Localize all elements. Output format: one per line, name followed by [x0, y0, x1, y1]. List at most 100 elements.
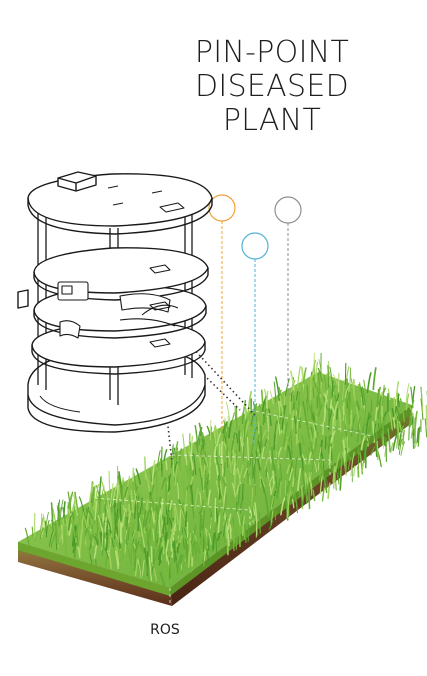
grass-blade — [173, 461, 178, 474]
grass-blade — [255, 451, 261, 471]
grass-blade — [397, 392, 400, 408]
grass-blade — [298, 406, 302, 421]
grass-blade — [390, 442, 394, 453]
grass-blade — [123, 552, 126, 568]
grass-blade — [231, 494, 237, 511]
grass-blade — [157, 457, 162, 473]
grass-blade — [191, 542, 195, 557]
grass-blade — [145, 563, 150, 581]
grass-blade — [240, 515, 244, 526]
grass-blade — [176, 543, 181, 553]
grass-blade — [327, 434, 332, 453]
grass-blade — [405, 383, 410, 403]
grass-blade — [86, 512, 90, 524]
grass-blade — [193, 453, 197, 476]
grass-blade — [246, 437, 250, 461]
grass-blade — [291, 498, 295, 509]
grass-blade — [399, 398, 405, 423]
grass-blade — [350, 378, 356, 403]
grass-blade — [179, 509, 182, 532]
grass-blade — [222, 517, 228, 537]
grass-blade — [279, 395, 284, 418]
grass-blade — [383, 424, 388, 435]
grass-blade — [304, 415, 310, 440]
grass-blade — [148, 495, 152, 516]
grass-blade — [339, 476, 342, 490]
grass-blade — [297, 468, 302, 492]
grass-blade — [306, 385, 309, 403]
grass-blade — [398, 421, 403, 437]
grass-blade — [160, 446, 163, 472]
grass-blade — [295, 420, 299, 446]
grass-blade — [148, 510, 153, 524]
grass-blade — [39, 516, 44, 533]
grass-blade — [301, 469, 305, 484]
grass-blade — [333, 374, 338, 385]
grass-blade — [133, 495, 138, 520]
grass-blade — [93, 535, 99, 546]
grass-blade — [198, 456, 203, 478]
grass-blade — [148, 516, 152, 530]
grass-blade — [309, 429, 313, 442]
grass-blade — [312, 386, 315, 399]
grass-blade — [194, 424, 199, 447]
grass-blade — [121, 508, 127, 528]
grass-blade — [157, 496, 162, 519]
grass-blade — [214, 532, 218, 556]
grass-blade — [227, 452, 232, 473]
grass-blade — [236, 484, 240, 496]
grass-blade — [264, 458, 269, 471]
grass-blade — [83, 515, 88, 529]
grass-blade — [71, 502, 75, 513]
grass-blade — [189, 452, 194, 471]
grass-blade — [126, 511, 129, 531]
grass-blade — [119, 502, 122, 522]
grass-blade — [229, 524, 232, 539]
grass-blade — [202, 475, 205, 493]
grass-blade — [226, 430, 229, 447]
grass-blade — [398, 438, 403, 455]
grass-blade — [280, 497, 286, 516]
grass-blade — [277, 400, 281, 420]
grass-blade — [297, 391, 301, 417]
grass-blade — [112, 483, 118, 506]
grass-blade — [360, 435, 366, 451]
grass-blade — [107, 518, 112, 534]
grass-blade — [152, 528, 155, 542]
grass-blade — [374, 435, 378, 458]
grass-blade — [381, 415, 387, 436]
grass-blade — [167, 551, 173, 573]
grass-blade — [31, 526, 34, 537]
grass-blade — [361, 460, 365, 473]
grass-blade — [202, 458, 207, 476]
grass-blade — [327, 364, 330, 389]
grass-blade — [294, 456, 298, 479]
grass-blade — [152, 552, 158, 569]
grass-blade — [114, 550, 119, 570]
grass-blade — [363, 417, 367, 429]
grass-blade — [166, 500, 171, 526]
grass-blade — [260, 425, 263, 448]
grass-blade — [218, 477, 221, 488]
grass-blade — [405, 393, 410, 411]
grass-blade — [345, 450, 348, 473]
grass-blade — [67, 515, 72, 531]
grass-blade — [242, 483, 244, 501]
grass-blade — [261, 429, 267, 442]
grass-blade — [255, 451, 260, 462]
grass-blade — [266, 417, 268, 437]
grass-blade — [392, 432, 398, 451]
grass-blade — [243, 405, 248, 416]
grass-blade — [151, 459, 156, 485]
grass-blade — [322, 478, 326, 501]
field-segment-dividers — [94, 409, 373, 606]
grass-blade — [163, 449, 168, 462]
grass-blade — [93, 544, 98, 560]
grass-blade — [269, 390, 274, 405]
grass-blade — [176, 554, 182, 574]
grass-blade — [187, 544, 193, 568]
grass-blade — [243, 419, 247, 443]
grass-blade — [99, 531, 103, 547]
title-line-3: PLANT — [222, 103, 322, 138]
grass-blade — [127, 527, 130, 541]
